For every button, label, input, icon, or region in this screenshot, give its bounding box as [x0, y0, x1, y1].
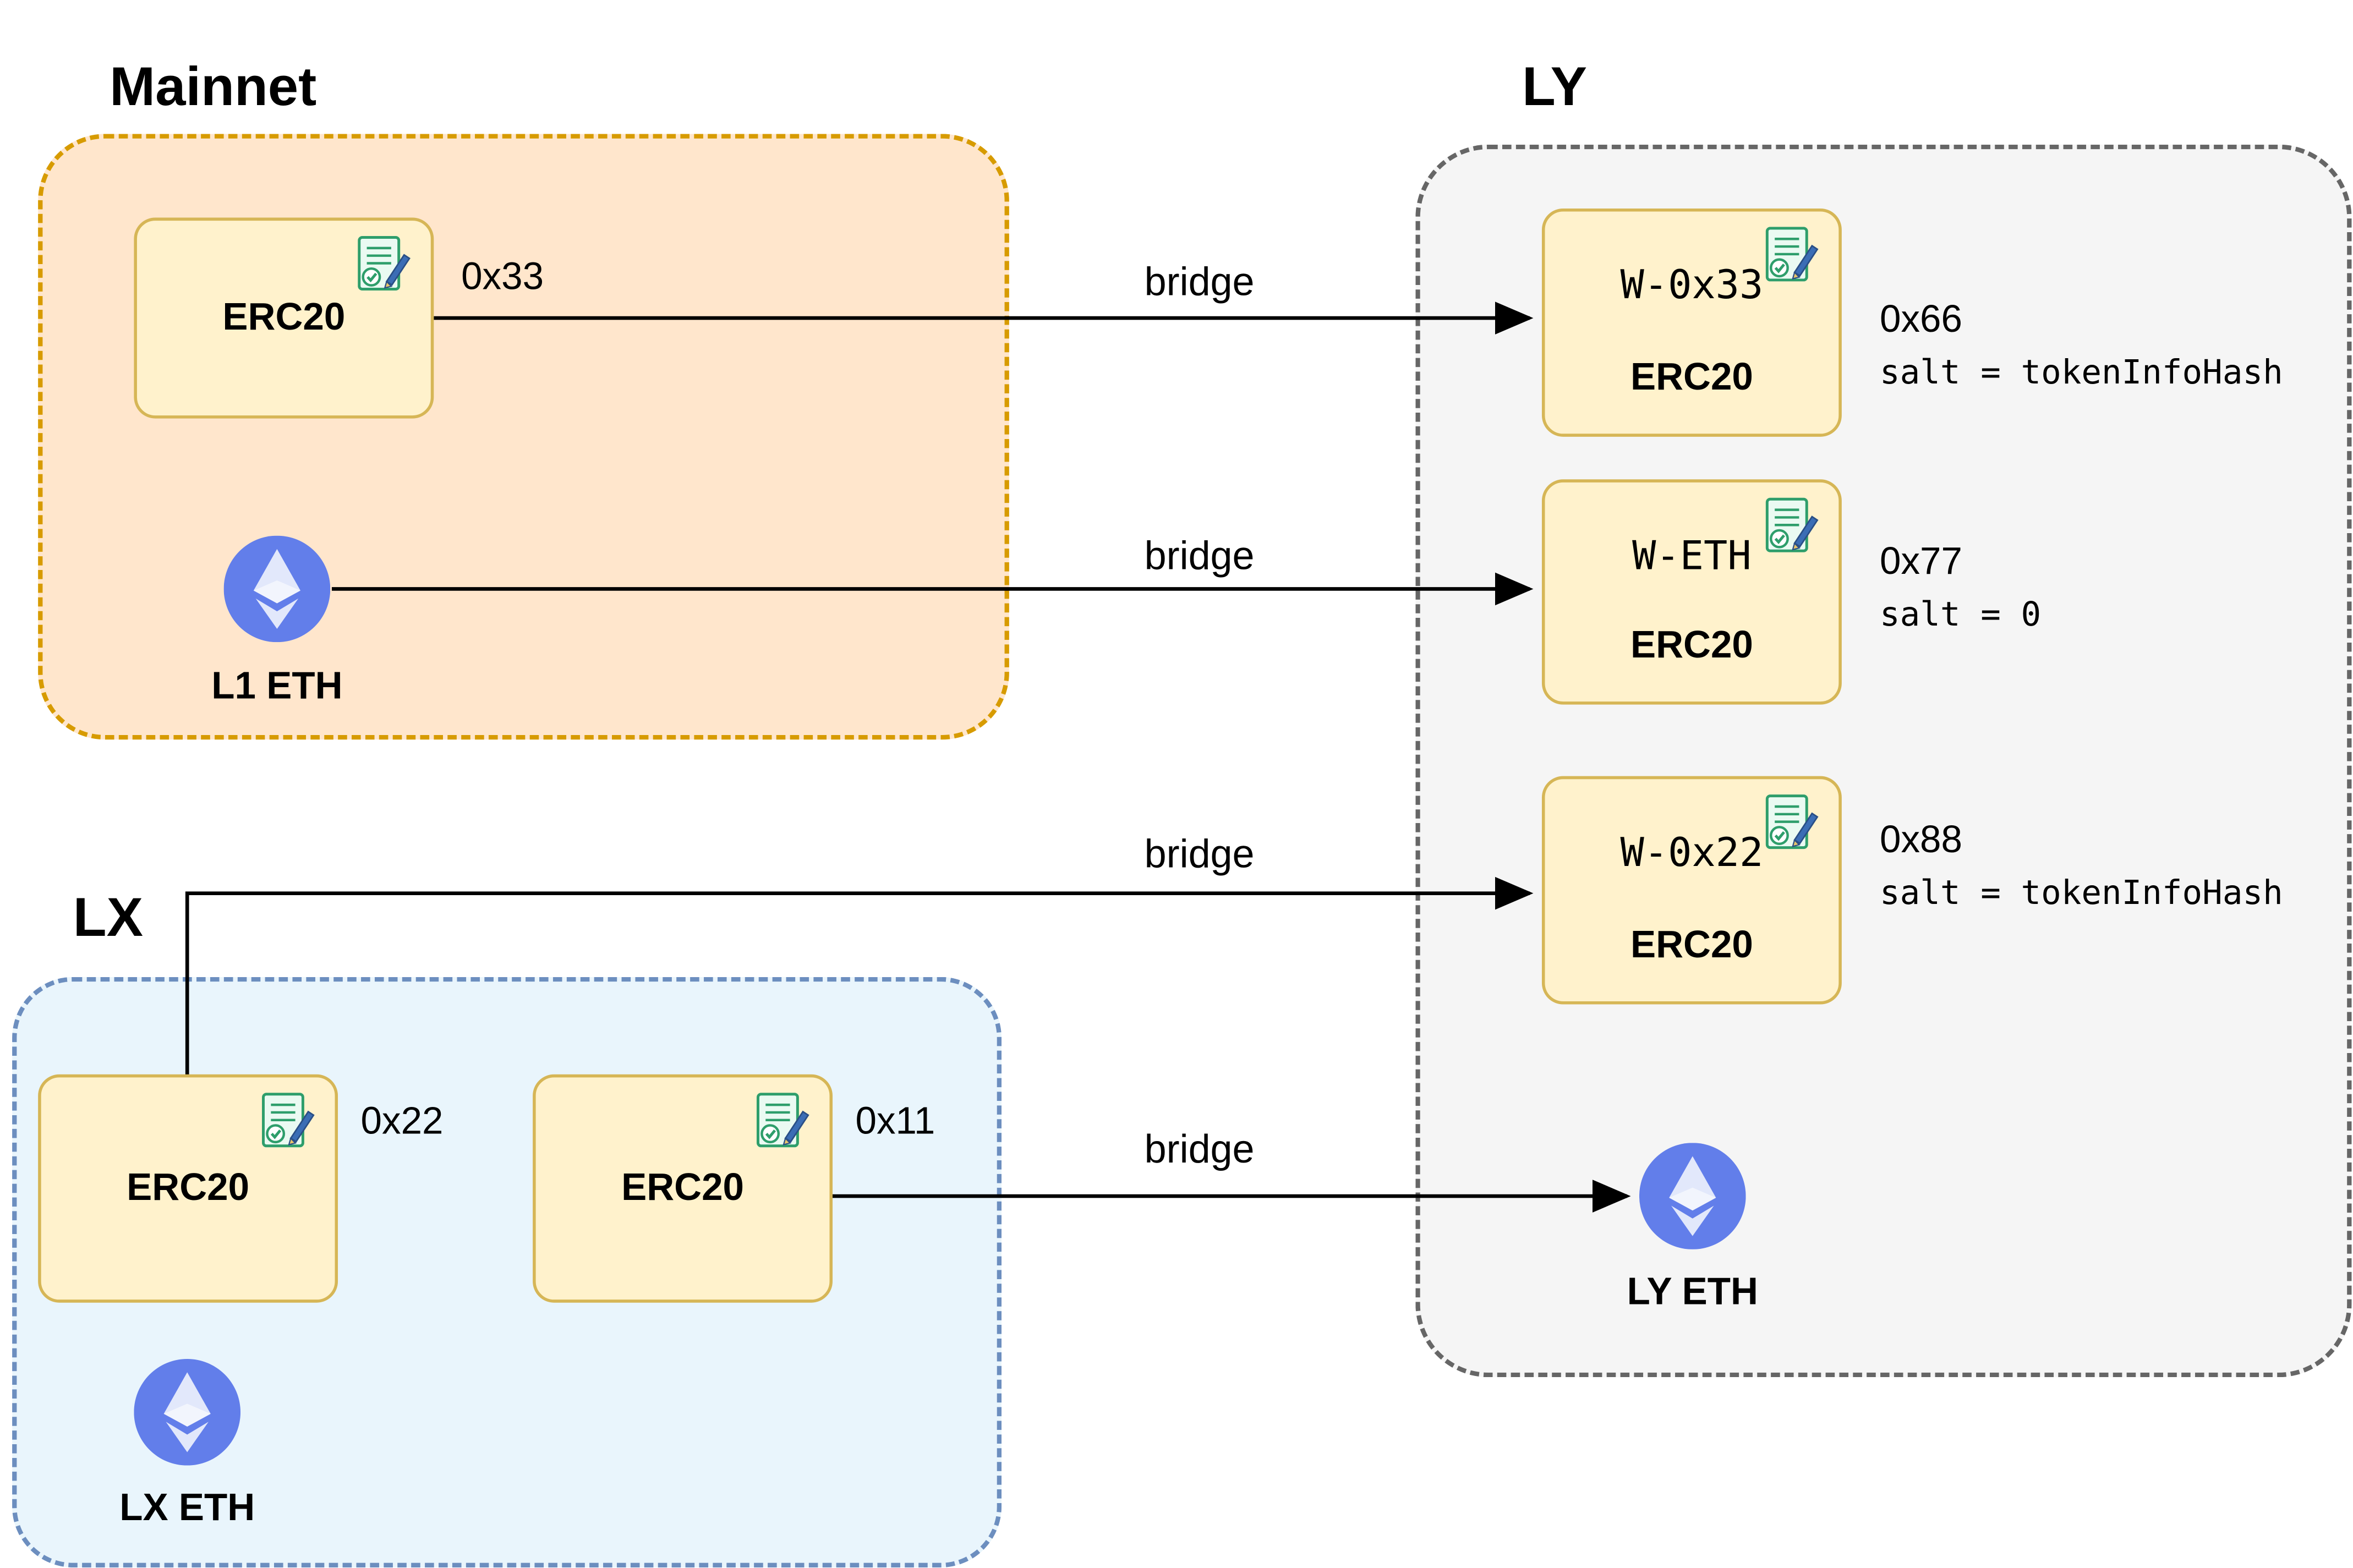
token-type-label: ERC20 — [621, 1166, 745, 1209]
lx-eth-icon — [134, 1359, 240, 1466]
ly-eth-label: LY ETH — [1627, 1270, 1758, 1314]
l1-eth-label: L1 ETH — [211, 665, 343, 708]
eth-icon — [134, 1359, 240, 1466]
token-type-label: ERC20 — [127, 1166, 250, 1209]
bridge-label-2: bridge — [1144, 533, 1255, 579]
bridge-label-4: bridge — [1144, 1126, 1255, 1172]
eth-icon — [224, 536, 331, 643]
token-type-label: ERC20 — [1630, 356, 1753, 399]
salt-label-w0x22: salt = tokenInfoHash — [1880, 875, 2283, 913]
address-label-0x33: 0x33 — [461, 255, 544, 299]
bridge-label-3: bridge — [1144, 831, 1255, 877]
address-label-0x11: 0x11 — [855, 1100, 935, 1143]
address-label-0x22: 0x22 — [360, 1100, 444, 1143]
address-label-0x66: 0x66 — [1880, 298, 1962, 341]
bridge-label-1: bridge — [1144, 259, 1255, 305]
wrapped-token-name: W-0x33 — [1620, 263, 1764, 309]
contract-icon — [257, 1091, 318, 1152]
token-type-label: ERC20 — [1630, 624, 1753, 667]
l1-eth-icon — [224, 536, 331, 643]
ly-wrapped-0x33-node: W-0x33 ERC20 — [1541, 208, 1842, 437]
wrapped-token-name: W-ETH — [1632, 534, 1752, 580]
contract-icon — [353, 234, 414, 295]
ly-wrapped-eth-node: W-ETH ERC20 — [1541, 479, 1842, 705]
lx-title: LX — [73, 885, 144, 949]
lx-erc20-0x11-node: ERC20 — [533, 1074, 833, 1303]
mainnet-erc20-node: ERC20 — [134, 217, 434, 419]
address-label-0x88: 0x88 — [1880, 819, 1962, 862]
token-type-label: ERC20 — [1630, 923, 1753, 967]
salt-label-w0x33: salt = tokenInfoHash — [1880, 354, 2283, 393]
lx-erc20-0x22-node: ERC20 — [38, 1074, 338, 1303]
wrapped-token-name: W-0x22 — [1620, 831, 1764, 877]
lx-eth-label: LX ETH — [119, 1487, 255, 1529]
ly-wrapped-0x22-node: W-0x22 ERC20 — [1541, 776, 1842, 1005]
address-label-0x77: 0x77 — [1880, 540, 1962, 583]
eth-icon — [1639, 1143, 1746, 1249]
mainnet-title: Mainnet — [110, 54, 317, 117]
ly-title: LY — [1522, 54, 1588, 117]
ly-eth-icon — [1639, 1143, 1746, 1249]
token-type-label: ERC20 — [222, 295, 346, 339]
salt-label-weth: salt = 0 — [1880, 596, 2042, 635]
contract-icon — [752, 1091, 813, 1152]
